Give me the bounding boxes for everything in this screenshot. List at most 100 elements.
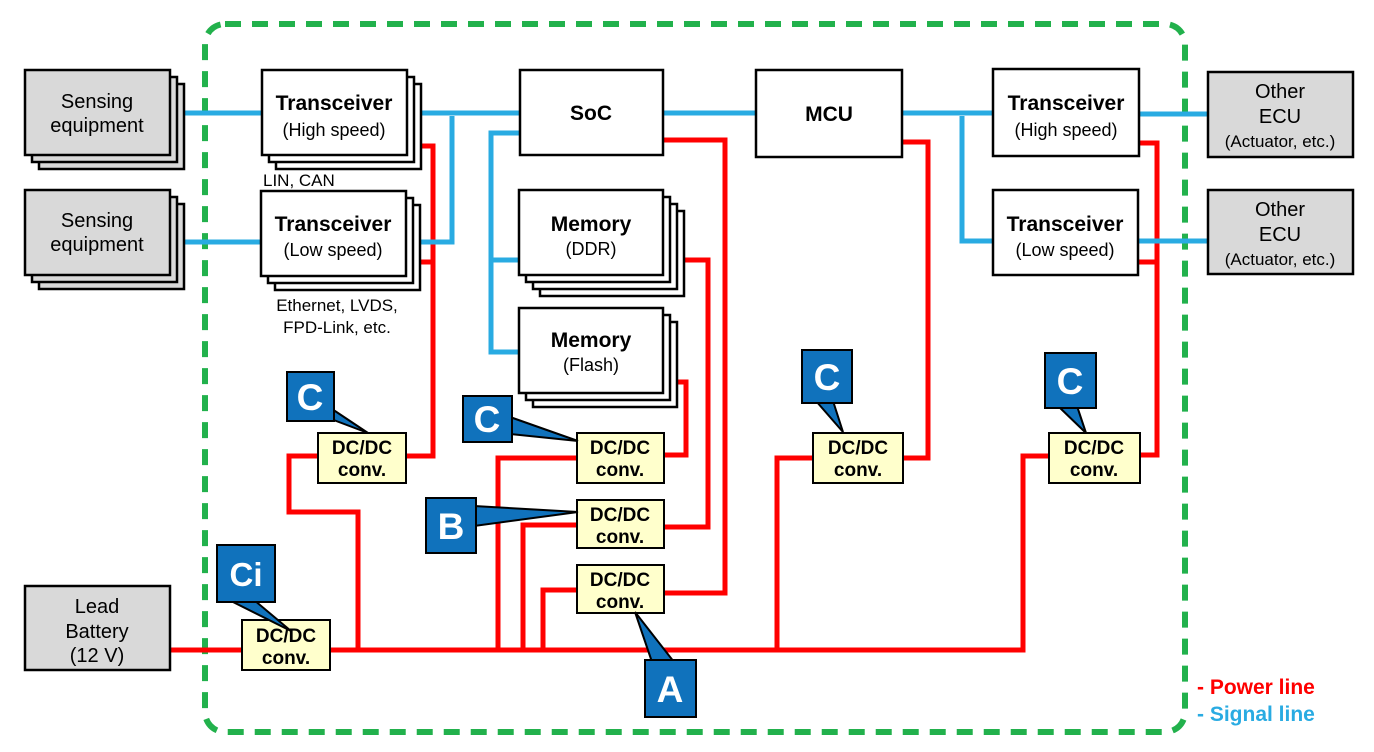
lead-battery-box <box>23 584 172 672</box>
sensing-equipment-1-box <box>23 68 172 157</box>
callout-a: A <box>634 611 697 718</box>
dcdc-conv-c-left-label-line1: DC/DC <box>332 438 392 459</box>
mcu-label: MCU <box>805 103 853 126</box>
other-ecu-1-box <box>1206 70 1355 159</box>
dcdc-conv-c-right: DC/DC conv. <box>1048 432 1141 484</box>
signal-line-soc-memory-bus <box>488 130 522 355</box>
other-ecu-2-label-line2: ECU <box>1259 224 1301 246</box>
transceiver-low-right: Transceiver (Low speed) <box>991 188 1140 277</box>
dcdc-conv-a-box <box>576 564 665 614</box>
callout-c-right-letter: C <box>1057 361 1084 402</box>
dcdc-conv-b: DC/DC conv. <box>576 499 665 549</box>
callout-b-letter: B <box>438 506 465 547</box>
callout-c-left: C <box>286 371 369 434</box>
power-line-bus-to-dcdc-b <box>520 522 579 650</box>
dcdc-conv-c-mcu-box <box>812 432 904 484</box>
transceiver-low-right-subtitle: (Low speed) <box>1015 240 1114 260</box>
callout-c-mcu-tail <box>813 400 844 433</box>
dcdc-conv-c-mcu-label-line1: DC/DC <box>828 438 888 459</box>
sensing-equipment-1-label-line1: Sensing <box>61 91 133 113</box>
callout-c-mcu: C <box>801 349 853 433</box>
power-line-bus-to-dcdc-c-mcu <box>774 455 815 650</box>
dcdc-conv-a-label-line2: conv. <box>596 592 644 613</box>
transceiver-high-left-box <box>260 68 409 157</box>
dcdc-conv-c-left: DC/DC conv. <box>317 432 407 484</box>
callout-b: B <box>425 497 579 554</box>
memory-ddr: Memory (DDR) <box>517 188 686 298</box>
transceiver-high-left-title: Transceiver <box>276 92 393 115</box>
power-line-dcdc-a-to-soc <box>661 137 728 596</box>
sensing-equipment-2-label-line2: equipment <box>50 234 144 256</box>
dcdc-conv-c-center-box <box>576 432 665 484</box>
transceiver-high-right-subtitle: (High speed) <box>1014 120 1117 140</box>
memory-flash-title: Memory <box>551 329 632 352</box>
dcdc-conv-c-center: DC/DC conv. <box>576 432 665 484</box>
dcdc-conv-b-box <box>576 499 665 549</box>
mcu: MCU <box>754 68 904 159</box>
memory-ddr-box <box>517 188 665 277</box>
dcdc-conv-ci-label-line2: conv. <box>262 648 310 669</box>
lead-battery-label-line1: Lead <box>75 596 120 618</box>
mcu-box <box>754 68 904 159</box>
power-line-main-bus <box>170 453 1049 653</box>
callout-ci-letter: Ci <box>230 556 263 593</box>
lead-battery: Lead Battery (12 V) <box>23 584 172 672</box>
callout-ci-bubble <box>216 544 276 603</box>
signal-line-mcu-branch-transceiver-low-right <box>959 116 995 244</box>
dcdc-conv-b-label-line2: conv. <box>596 527 644 548</box>
dcdc-conv-b-label-line1: DC/DC <box>590 505 650 526</box>
other-ecu-1-label-line1: Other <box>1255 81 1305 103</box>
other-ecu-2-label-line1: Other <box>1255 199 1305 221</box>
dcdc-conv-c-right-label-line1: DC/DC <box>1064 438 1124 459</box>
callout-c-right-bubble <box>1044 352 1097 409</box>
callout-c-mcu-bubble <box>801 349 853 404</box>
callout-b-bubble <box>425 497 477 554</box>
dcdc-conv-a: DC/DC conv. <box>576 564 665 614</box>
soc-box <box>518 68 665 157</box>
memory-flash-subtitle: (Flash) <box>563 355 619 375</box>
memory-ddr-subtitle: (DDR) <box>566 239 617 259</box>
transceiver-high-right-title: Transceiver <box>1008 92 1125 115</box>
bus-label-lin-can: LIN, CAN <box>263 171 335 190</box>
transceiver-high-left-subtitle: (High speed) <box>282 120 385 140</box>
transceiver-low-right-box <box>991 188 1140 277</box>
memory-flash-box <box>517 306 665 395</box>
soc-label: SoC <box>570 102 612 125</box>
callout-c-right: C <box>1044 352 1097 434</box>
legend: - Power line - Signal line <box>1197 676 1315 726</box>
power-line-dcdc-b-to-ddr <box>662 257 711 530</box>
transceiver-low-left: Transceiver (Low speed) <box>259 189 422 292</box>
transceiver-high-right-box <box>991 67 1141 158</box>
memory-flash: Memory (Flash) <box>517 306 679 409</box>
transceiver-low-left-title: Transceiver <box>275 213 392 236</box>
ecu-boundary-dashed-box <box>202 21 1188 735</box>
callout-c-center-bubble <box>462 395 513 443</box>
dcdc-conv-c-mcu: DC/DC conv. <box>812 432 904 484</box>
lead-battery-label-line3: (12 V) <box>70 645 124 667</box>
soc: SoC <box>518 68 665 157</box>
dcdc-conv-c-right-label-line2: conv. <box>1070 460 1118 481</box>
callout-c-center: C <box>462 395 579 443</box>
lead-battery-label-line2: Battery <box>65 621 128 643</box>
dcdc-conv-c-right-box <box>1048 432 1141 484</box>
other-ecu-1-label-line3: (Actuator, etc.) <box>1225 132 1336 151</box>
bus-label-ethernet-line2: FPD-Link, etc. <box>283 318 391 337</box>
transceiver-low-left-box <box>259 189 408 278</box>
callout-ci: Ci <box>216 544 292 632</box>
callout-c-center-letter: C <box>474 399 501 440</box>
power-line-dcdc-c-right-to-transceiver-high <box>1137 140 1160 458</box>
transceiver-low-left-subtitle: (Low speed) <box>283 240 382 260</box>
transceiver-high-left: Transceiver (High speed) <box>260 68 423 171</box>
sensing-equipment-1-label-line2: equipment <box>50 115 144 137</box>
power-line-dcdc-c-mcu-to-mcu <box>900 139 931 461</box>
dcdc-conv-a-label-line1: DC/DC <box>590 570 650 591</box>
sensing-equipment-2-box <box>23 188 172 277</box>
callout-c-left-letter: C <box>297 377 324 418</box>
callout-c-mcu-letter: C <box>814 357 841 398</box>
power-line-bus-to-dcdc-a <box>540 587 579 650</box>
transceiver-low-right-title: Transceiver <box>1007 213 1124 236</box>
power-line-bus-to-dcdc-c-left <box>286 453 361 650</box>
power-line-bus-to-dcdc-c-center <box>495 455 579 650</box>
other-ecu-2-box <box>1206 188 1355 276</box>
power-lines <box>170 137 1160 653</box>
